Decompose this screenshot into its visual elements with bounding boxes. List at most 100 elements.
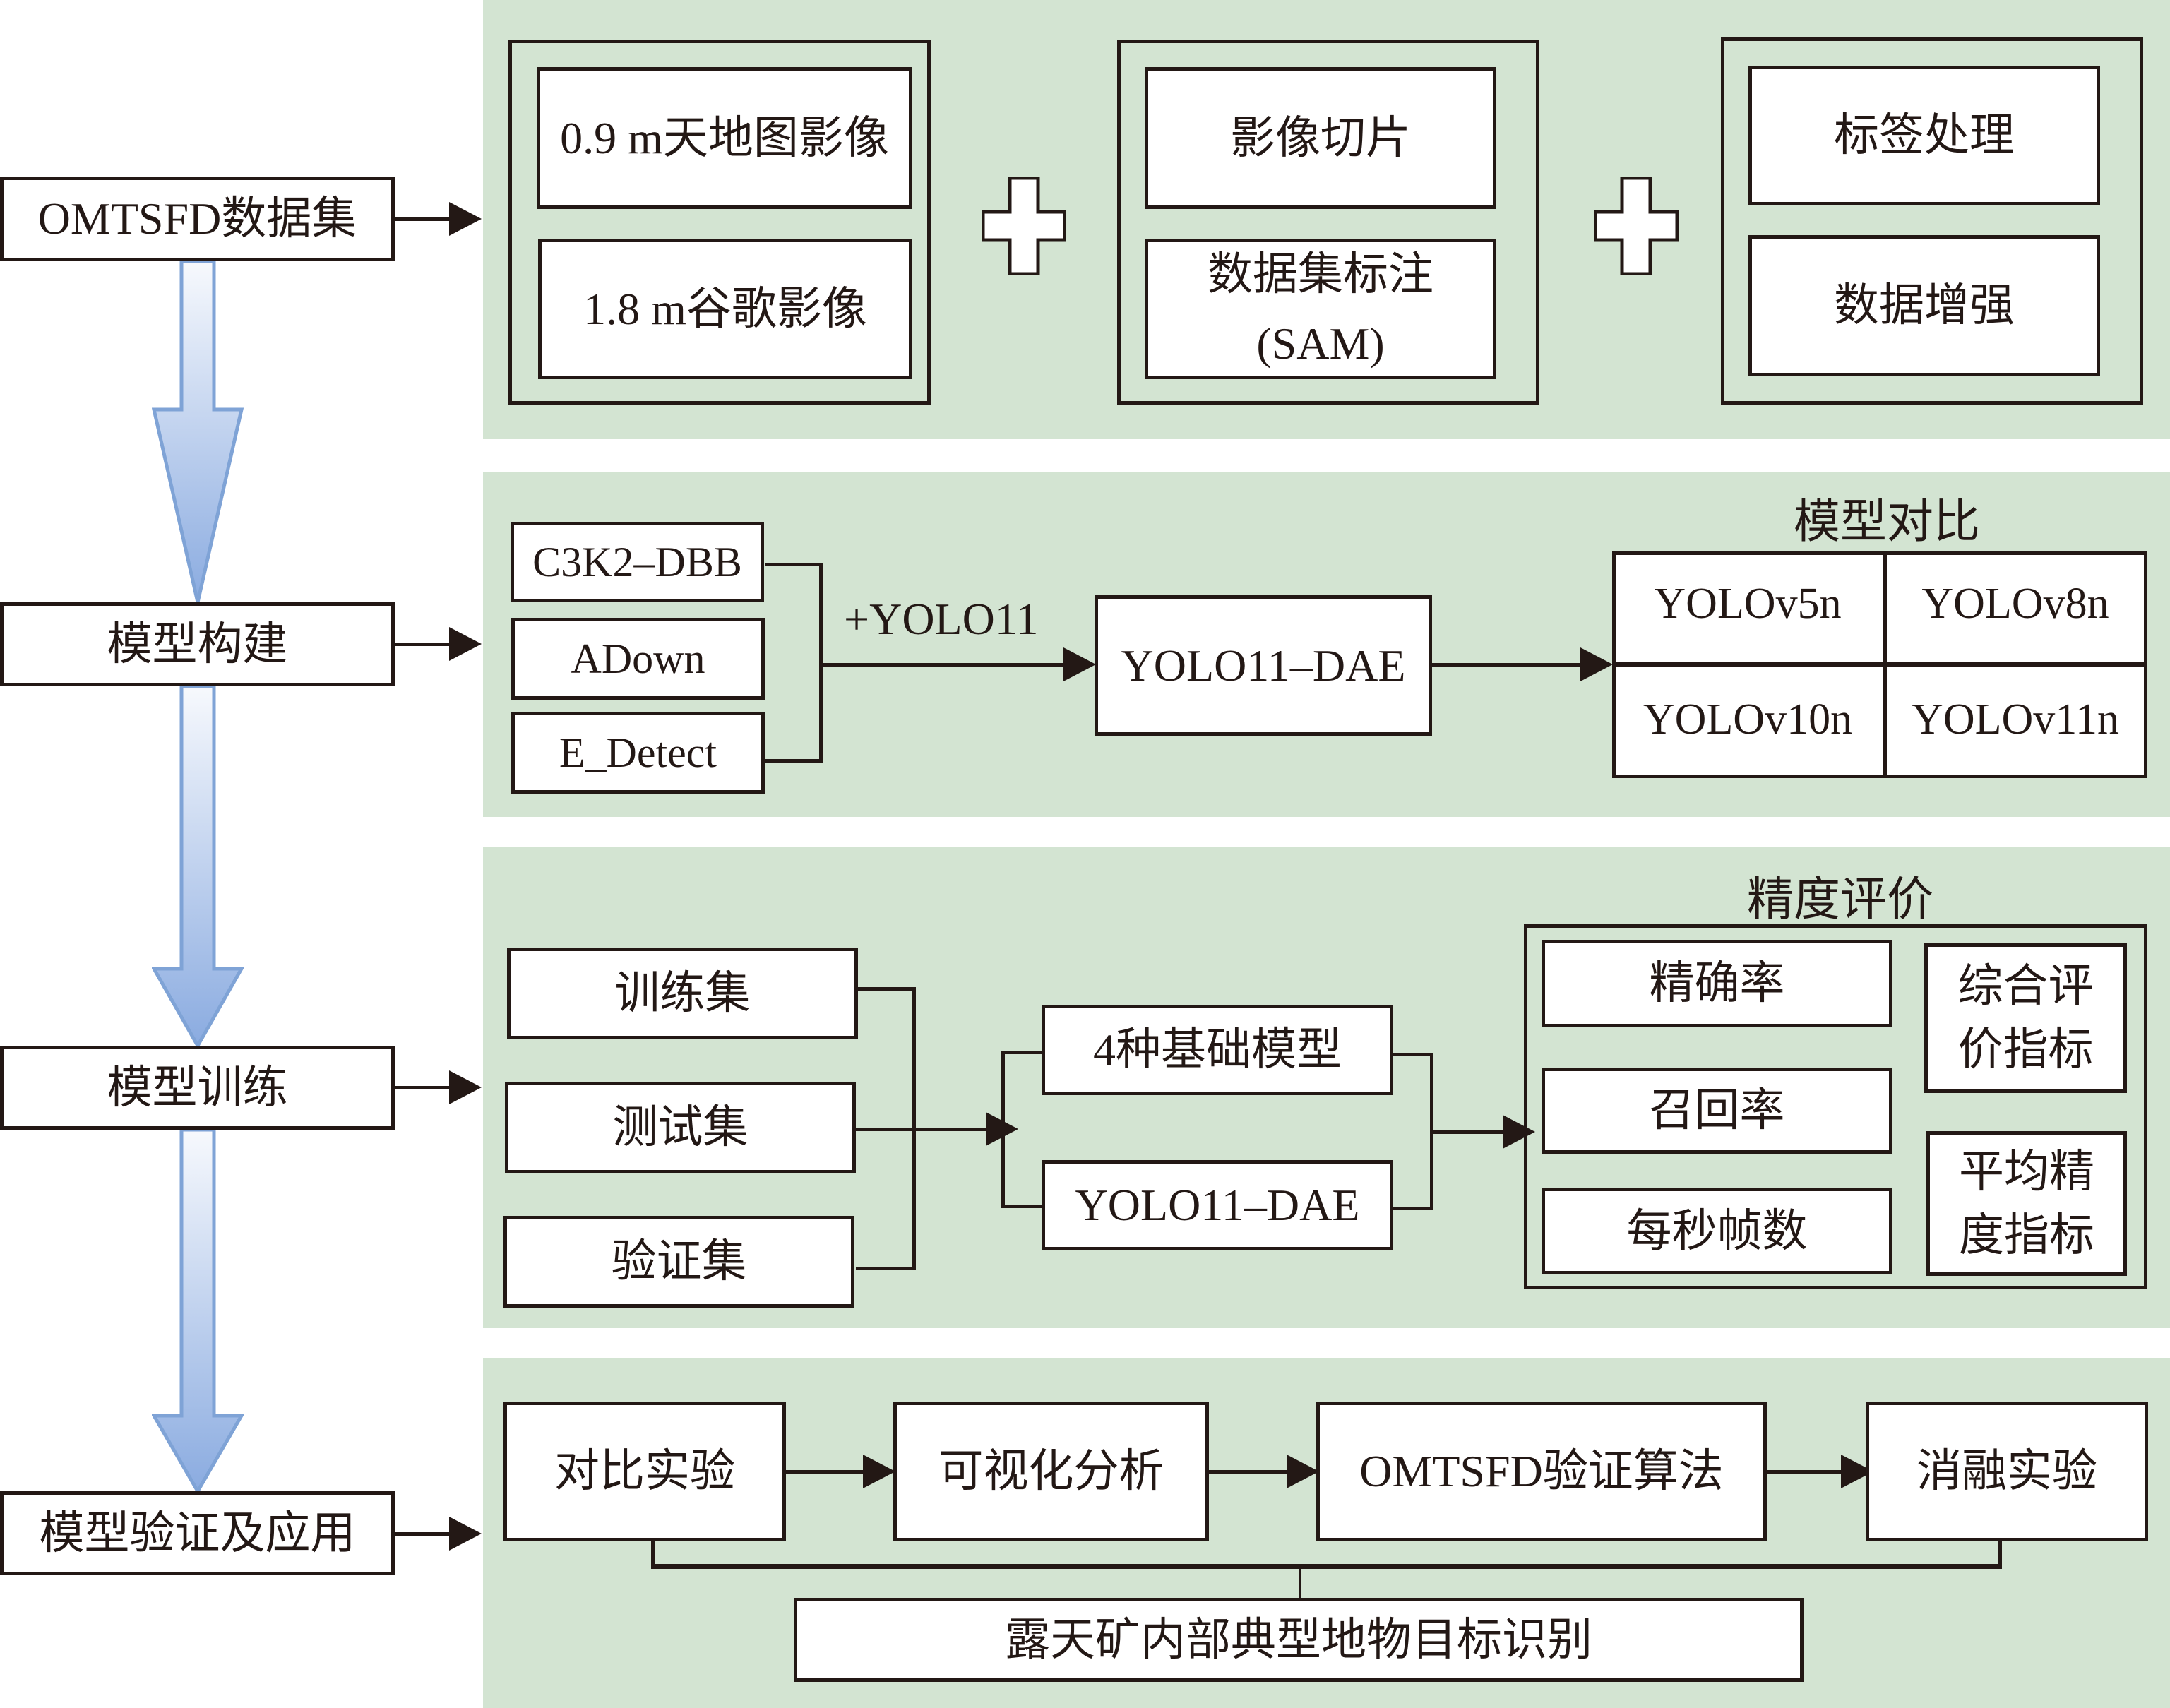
dataset-test-label: 测试集 — [612, 1102, 749, 1152]
imagery-google-label: 1.8 m谷歌影像 — [583, 283, 867, 334]
yolo11-dae-result: YOLO11–DAE — [1095, 595, 1432, 736]
indicator-map: 平均精 度指标 — [1926, 1131, 2127, 1276]
step-ablation-experiment-label: 消融实验 — [1916, 1446, 2097, 1496]
dataset-train-label: 训练集 — [614, 968, 751, 1018]
flow-down-arrow-icon — [152, 686, 244, 1046]
step-comparison-experiment-label: 对比实验 — [554, 1446, 735, 1496]
data-augmentation: 数据增强 — [1748, 235, 2100, 376]
image-tiling: 影像切片 — [1145, 67, 1496, 209]
arrow-head-icon — [449, 627, 482, 661]
stage-model-build-label: 模型构建 — [107, 619, 288, 669]
preprocess-group — [1117, 40, 1539, 405]
connector-line — [1001, 1051, 1042, 1054]
metric-recall-label: 召回率 — [1649, 1085, 1785, 1135]
connector-line — [651, 1564, 2002, 1569]
plus-icon — [982, 177, 1066, 275]
dataset-test: 测试集 — [505, 1082, 856, 1173]
imagery-tianditu-label: 0.9 m天地图影像 — [560, 112, 889, 163]
connector-line — [1393, 1053, 1433, 1056]
module-adown-label: ADown — [571, 635, 705, 682]
connector-line — [1432, 663, 1594, 667]
indicator-composite: 综合评 价指标 — [1924, 943, 2127, 1093]
accuracy-eval-title: 精度评价 — [1747, 874, 1933, 926]
dataset-annotation-label: 数据集标注 — [1208, 249, 1433, 299]
connector-line — [651, 1541, 655, 1567]
stage-model-validate: 模型验证及应用 — [0, 1491, 395, 1575]
model-yolov11n: YOLOv11n — [1912, 695, 2119, 743]
plus-icon — [1594, 177, 1679, 275]
dataset-train: 训练集 — [507, 948, 858, 1039]
imagery-tianditu: 0.9 m天地图影像 — [537, 67, 912, 209]
yolo11-dae-train: YOLO11–DAE — [1042, 1160, 1393, 1250]
dataset-validation: 验证集 — [503, 1216, 854, 1308]
metric-fps-label: 每秒帧数 — [1626, 1205, 1808, 1256]
connector-line — [1001, 1051, 1005, 1207]
arrow-head-icon — [863, 1455, 895, 1488]
stage-model-train: 模型训练 — [0, 1046, 395, 1130]
module-adown: ADown — [511, 618, 765, 700]
arrow-head-icon — [1063, 647, 1096, 681]
label-processing: 标签处理 — [1748, 66, 2100, 205]
yolo11-dae-train-label: YOLO11–DAE — [1075, 1180, 1360, 1230]
imagery-google: 1.8 m谷歌影像 — [538, 239, 912, 379]
connector-line — [395, 643, 458, 646]
connector-line — [1430, 1130, 1515, 1134]
metric-precision-label: 精确率 — [1649, 958, 1785, 1008]
data-augmentation-label: 数据增强 — [1834, 280, 2015, 330]
model-comparison-title: 模型对比 — [1794, 496, 1980, 548]
connector-line — [395, 217, 458, 221]
step-comparison-experiment: 对比实验 — [503, 1402, 786, 1541]
arrow-head-icon — [449, 1070, 482, 1104]
imagery-group — [508, 40, 931, 405]
stage-model-validate-label: 模型验证及应用 — [39, 1507, 356, 1558]
metric-recall: 召回率 — [1542, 1068, 1892, 1154]
connector-line — [858, 987, 916, 991]
flow-down-arrow-icon — [152, 261, 244, 602]
connector-line — [1767, 1470, 1862, 1474]
connector-line — [1998, 1541, 2002, 1567]
outcome-target-recognition-label: 露天矿内部典型地物目标识别 — [1005, 1614, 1592, 1665]
connector-line — [1209, 1470, 1308, 1474]
label-processing-label: 标签处理 — [1834, 110, 2015, 160]
step-omtsfd-validation-label: OMTSFD验证算法 — [1359, 1446, 1724, 1496]
dataset-annotation-sam-label: (SAM) — [1256, 318, 1385, 369]
image-tiling-label: 影像切片 — [1230, 112, 1411, 163]
arrow-head-icon — [449, 1517, 482, 1551]
accuracy-eval-group — [1524, 924, 2147, 1289]
connector-line — [856, 1267, 916, 1270]
connector-line — [1393, 1207, 1433, 1210]
module-e-detect-label: E_Detect — [559, 729, 717, 776]
connector-line — [786, 1470, 885, 1474]
grid-divider — [1612, 662, 2147, 667]
stage-dataset-label: OMTSFD数据集 — [37, 193, 357, 244]
arrow-head-icon — [449, 202, 482, 236]
arrow-head-icon — [1287, 1455, 1319, 1488]
connector-line — [856, 1128, 997, 1131]
step-ablation-experiment: 消融实验 — [1866, 1402, 2148, 1541]
dataset-annotation: 数据集标注 (SAM) — [1145, 239, 1496, 379]
connector-line — [395, 1532, 458, 1536]
connector-line — [765, 759, 823, 763]
module-c3k2-dbb: C3K2–DBB — [511, 522, 764, 602]
arrow-head-icon — [1580, 647, 1613, 681]
base-models: 4种基础模型 — [1042, 1005, 1393, 1095]
step-omtsfd-validation: OMTSFD验证算法 — [1316, 1402, 1767, 1541]
outcome-target-recognition: 露天矿内部典型地物目标识别 — [794, 1598, 1804, 1682]
metric-fps: 每秒帧数 — [1542, 1188, 1892, 1274]
module-e-detect: E_Detect — [511, 712, 765, 794]
dataset-validation-label: 验证集 — [611, 1236, 747, 1286]
connector-line — [395, 1086, 458, 1089]
connector-line — [819, 563, 823, 763]
indicator-composite-label: 综合评 价指标 — [1957, 961, 2094, 1075]
model-yolov10n: YOLOv10n — [1643, 695, 1853, 743]
step-visual-analysis-label: 可视化分析 — [938, 1446, 1164, 1496]
module-c3k2-dbb-label: C3K2–DBB — [532, 538, 742, 585]
arrow-head-icon — [1503, 1115, 1535, 1149]
indicator-map-label: 平均精 度指标 — [1959, 1146, 2094, 1260]
step-visual-analysis: 可视化分析 — [893, 1402, 1209, 1541]
stage-model-build: 模型构建 — [0, 602, 395, 686]
connector-line — [1299, 1567, 1301, 1599]
connector-line — [1001, 1205, 1042, 1208]
yolo11-dae-result-label: YOLO11–DAE — [1121, 640, 1406, 691]
model-yolov8n: YOLOv8n — [1921, 580, 2109, 628]
